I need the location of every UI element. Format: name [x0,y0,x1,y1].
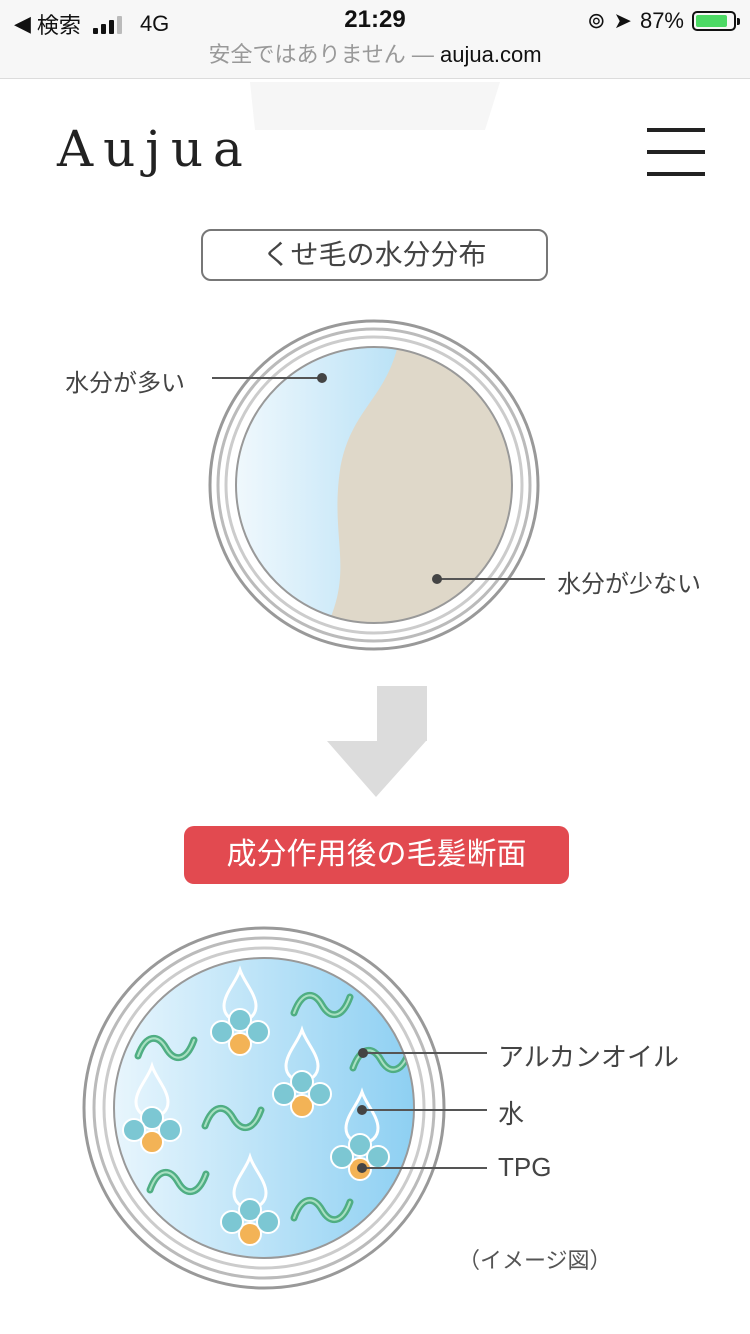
hamburger-menu-icon[interactable] [647,128,705,178]
label-high-moisture: 水分が多い [65,369,185,397]
back-arrow-icon: ◀ [14,11,31,36]
url-domain: aujua.com [440,42,542,67]
url-bar[interactable]: 安全ではありません — aujua.com [0,40,750,79]
back-to-app-label: 検索 [36,13,81,38]
status-bar-right: ⊚ ➤ 87% [587,8,740,34]
url-separator: — [411,42,434,67]
battery-icon [692,11,740,31]
aujua-logo[interactable]: Aujua [57,120,253,178]
network-type: 4G [139,11,170,36]
hair-cross-section-before [208,319,540,651]
label-low-moisture: 水分が少ない [557,570,701,598]
hair-cross-section-after [82,926,446,1290]
status-time: 21:29 [344,6,406,33]
status-bar-left[interactable]: ◀ 検索 4G [14,8,169,40]
rotation-lock-icon: ⊚ [587,8,606,33]
url-security-warning: 安全ではありません [208,42,406,67]
battery-percent: 87% [639,8,684,33]
cellular-signal-icon [92,14,122,34]
label-tpg: TPG [498,1152,552,1182]
label-argan-oil: アルカンオイル [498,1043,679,1073]
image-caption: （イメージ図） [458,1249,612,1274]
moisture-distribution-title: くせ毛の水分分布 [201,229,548,281]
after-treatment-title: 成分作用後の毛髪断面 [184,826,569,884]
status-bar: ◀ 検索 4G 21:29 ⊚ ➤ 87% [0,0,750,40]
location-icon: ➤ [613,8,632,33]
down-arrow-icon [327,686,427,797]
label-water: 水 [498,1100,525,1130]
